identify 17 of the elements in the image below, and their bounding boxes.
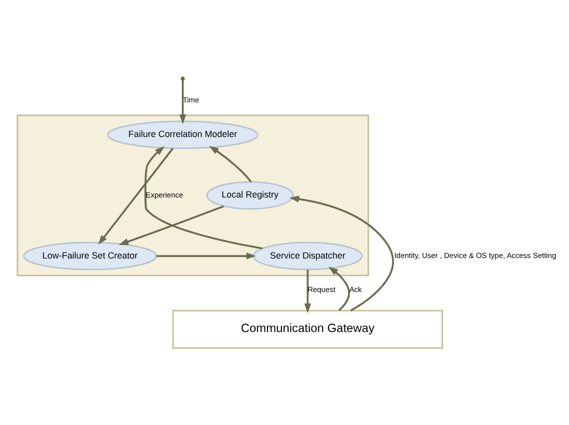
arrow (156, 252, 256, 260)
node-ellipse: Local Registry (206, 181, 294, 210)
edge-label: Ack (349, 284, 362, 294)
arrow (304, 270, 312, 314)
edge-label: Experience (146, 190, 184, 200)
arrow (289, 196, 394, 312)
arrow (98, 148, 174, 245)
arrow (179, 80, 186, 124)
node-ellipse: Service Dispatcher (252, 242, 363, 270)
arrow (328, 266, 350, 312)
node-box: Communication Gateway (172, 310, 444, 349)
arrow (209, 146, 252, 182)
node-ellipse: Failure Correlation Modeler (107, 120, 258, 150)
node-ellipse: Low-Failure Set Creator (22, 242, 158, 270)
arrow (118, 205, 224, 246)
arrow (144, 146, 263, 250)
edge-label: Identity, User , Device & OS type, Access Setting (394, 250, 556, 260)
